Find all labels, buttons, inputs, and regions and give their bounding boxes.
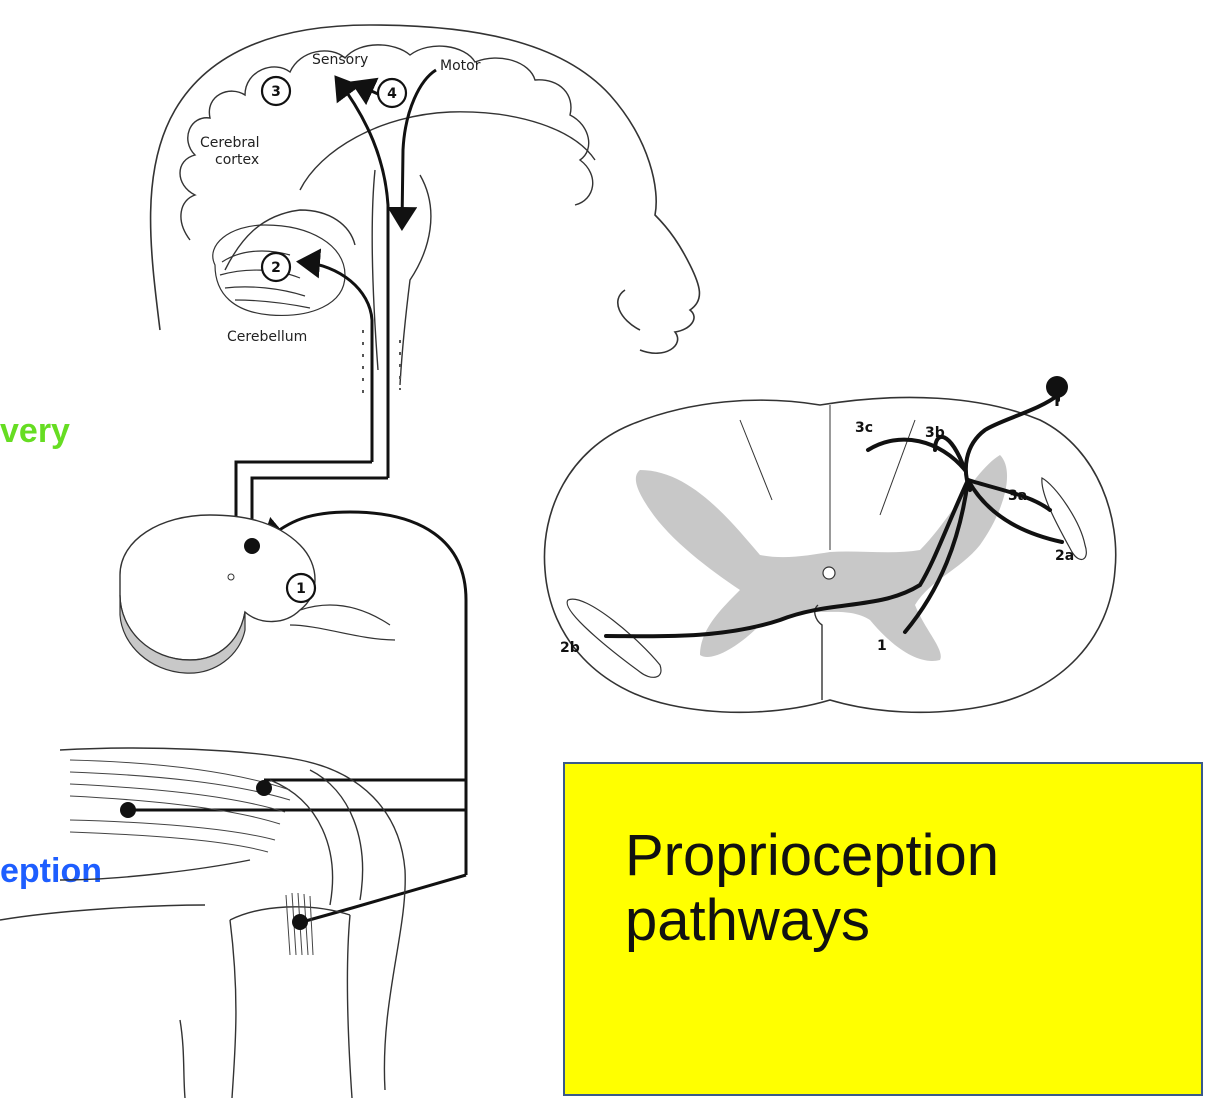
marker-4: 4 (378, 79, 406, 107)
svg-text:4: 4 (387, 86, 397, 102)
marker-2: 2 (262, 253, 290, 281)
label-cerebral: Cerebral (200, 135, 260, 151)
muscle-fibers (70, 760, 290, 852)
spinal-cord-cross-section (544, 397, 1115, 712)
label-3c: 3c (855, 420, 873, 436)
label-motor: Motor (440, 58, 481, 74)
marker-1: 1 (287, 574, 315, 602)
label-1: 1 (877, 638, 887, 654)
knee-leg-outline (0, 748, 405, 1098)
marker-3: 3 (262, 77, 290, 105)
dorsal-root-ganglion (1046, 376, 1068, 398)
tendon-organ-dot (120, 802, 136, 818)
label-2b: 2b (560, 640, 580, 656)
title-text: Proprioception pathways (625, 824, 1185, 954)
dorsal-root-neuron-dot (244, 538, 260, 554)
spinal-cord-section-small (120, 515, 395, 673)
joint-receptor-dot (292, 914, 308, 930)
label-3a: 3a (1008, 488, 1027, 504)
svg-text:3: 3 (271, 84, 281, 100)
muscle-spindle-dot (256, 780, 272, 796)
svg-text:2: 2 (271, 260, 281, 276)
svg-text:1: 1 (296, 581, 306, 597)
head-outline (151, 25, 700, 353)
label-cortex: cortex (215, 152, 259, 168)
label-2a: 2a (1055, 548, 1074, 564)
sensory-pathway-lines (128, 70, 466, 922)
title-box: Proprioception pathways (563, 762, 1203, 1096)
label-sensory: Sensory (312, 52, 368, 68)
label-3b: 3b (925, 425, 945, 441)
label-cerebellum: Cerebellum (227, 329, 307, 345)
sensory-pathway-dotted (363, 330, 400, 400)
